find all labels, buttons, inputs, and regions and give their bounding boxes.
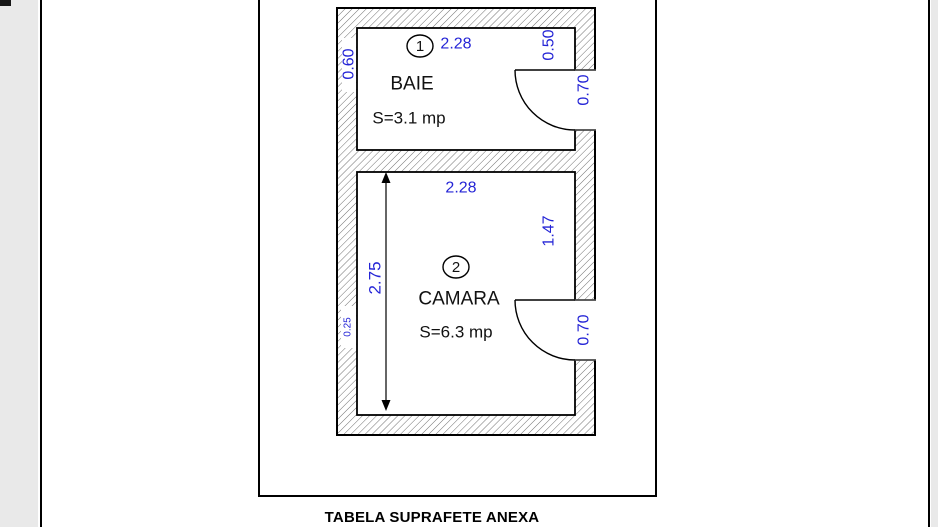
door-opening-baie — [574, 69, 596, 131]
door-arc-baie — [514, 69, 576, 131]
dim-baie-width: 2.28 — [440, 36, 471, 53]
room-baie-interior — [356, 27, 576, 151]
room-2-number: 2 — [452, 259, 460, 276]
dim-camara-width: 2.28 — [445, 180, 476, 197]
dim-camara-right-upper: 1.47 — [541, 215, 558, 246]
room-2-area: S=6.3 mp — [419, 323, 492, 342]
door-arc-camara — [514, 299, 576, 361]
dim-baie-right-upper: 0.50 — [541, 29, 558, 60]
right-margin-strip — [931, 0, 938, 527]
drawing-frame — [258, 0, 657, 497]
dim-baie-left: 0.60 — [341, 48, 358, 79]
dim-camara-left-lower: 0.25 — [343, 317, 354, 337]
room-2-number-circle — [442, 255, 470, 279]
room-1-area: S=3.1 mp — [372, 109, 445, 128]
table-title: TABELA SUPRAFETE ANEXA — [324, 509, 540, 526]
dimension-arrow-top — [381, 172, 391, 183]
room-1-number: 1 — [416, 38, 424, 55]
left-border-line — [40, 0, 42, 527]
dimension-arrow-bottom — [381, 400, 391, 411]
dim-camara-door: 0.70 — [576, 314, 593, 345]
dim-camara-height: 2.75 — [366, 261, 385, 294]
room-1-name: BAIE — [390, 74, 433, 95]
room-1-number-circle — [406, 34, 434, 58]
room-2-name: CAMARA — [418, 289, 500, 310]
hatch-gap-060 — [342, 38, 356, 92]
hatch-gap-025 — [341, 306, 356, 348]
door-opening-camara — [574, 299, 596, 361]
room-camara-interior — [356, 171, 576, 416]
right-border-line — [928, 0, 930, 527]
left-margin-strip — [0, 0, 38, 527]
dim-baie-door: 0.70 — [576, 74, 593, 105]
scan-artifact — [0, 0, 11, 6]
